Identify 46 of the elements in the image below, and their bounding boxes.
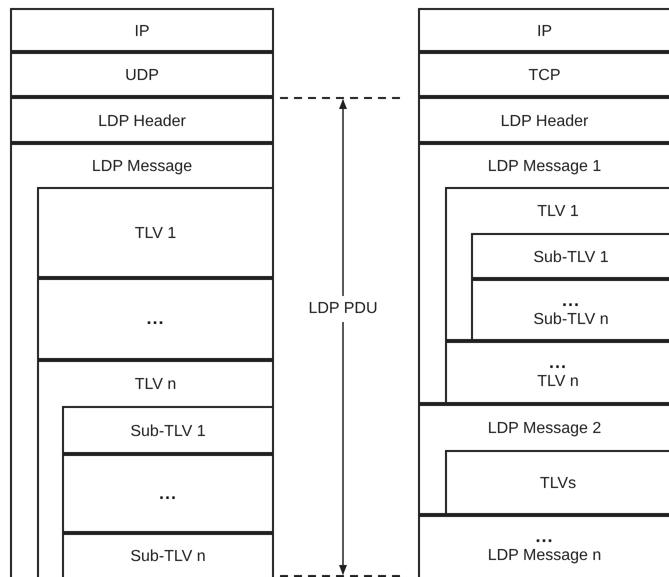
field-label: TLV n [537, 372, 579, 391]
protocol-layer-box [418, 97, 669, 143]
dimension-label: LDP PDU [308, 299, 378, 318]
nested-field-box [445, 341, 669, 404]
ellipsis: ... [548, 356, 567, 368]
protocol-layer-box [10, 52, 274, 97]
field-label: LDP Message 1 [488, 156, 602, 176]
field-label: TLV 1 [537, 202, 579, 220]
protocol-layer-box [418, 404, 669, 515]
protocol-layer-box [10, 8, 274, 52]
protocol-layer-box [418, 515, 669, 577]
field-label: Sub-TLV n [130, 546, 206, 566]
ellipsis: ... [146, 312, 164, 324]
ellipsis: ... [562, 294, 580, 306]
field-label: LDP Message [92, 156, 192, 176]
field-label: IP [134, 22, 150, 40]
field-label: LDP Message 2 [488, 418, 602, 438]
field-label: LDP Header [98, 112, 186, 130]
nested-field-box [37, 360, 274, 577]
ellipsis: ... [158, 486, 177, 498]
nested-field-box [37, 278, 274, 360]
nested-field-box [471, 233, 669, 279]
field-label: Sub-TLV n [533, 310, 609, 328]
field-label: Sub-TLV 1 [130, 422, 206, 440]
nested-field-box [62, 406, 274, 454]
nested-field-box [445, 187, 669, 341]
ellipsis: ... [535, 530, 554, 542]
protocol-layer-box [10, 97, 274, 143]
protocol-layer-box [418, 8, 669, 52]
field-label: IP [536, 22, 552, 40]
field-label: TLVs [540, 474, 576, 493]
nested-field-box [62, 533, 274, 577]
field-label: UDP [125, 66, 159, 85]
field-label: TLV n [134, 374, 176, 394]
field-label: Sub-TLV 1 [533, 248, 609, 266]
field-label: LDP Message n [488, 546, 602, 564]
protocol-layer-box [10, 143, 274, 577]
field-label: TLV 1 [134, 224, 176, 243]
protocol-layer-box [418, 143, 669, 404]
nested-field-box [62, 454, 274, 533]
nested-field-box [37, 187, 274, 278]
nested-field-box [471, 279, 669, 341]
field-label: LDP Header [500, 112, 588, 130]
protocol-layer-box [418, 52, 669, 97]
field-label: TCP [528, 66, 560, 85]
nested-field-box [445, 450, 669, 515]
